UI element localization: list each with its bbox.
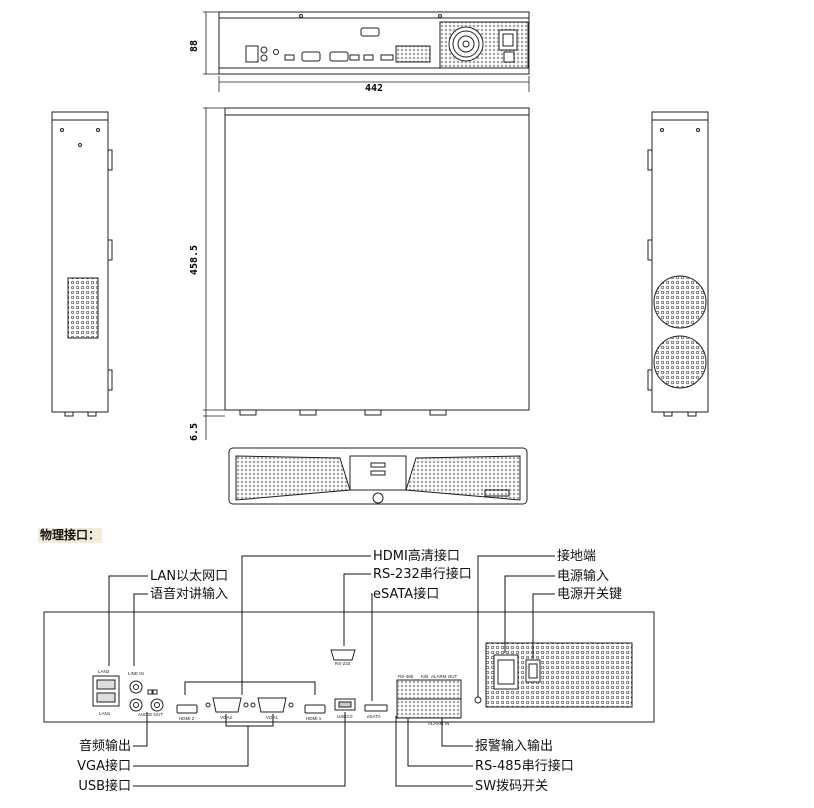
- callout-power-in: 电源输入: [557, 568, 609, 584]
- audio-out-label: AUDIO OUT: [138, 712, 163, 717]
- line-in-label: LINE IN: [128, 671, 144, 676]
- callout-esata: eSATA接口: [373, 586, 439, 602]
- callout-sw: SW拨码开关: [475, 779, 548, 794]
- left-side-view: [51, 111, 113, 417]
- right-side-view: [647, 111, 709, 417]
- esata-label: eSATA: [367, 714, 381, 719]
- kb-label: K/B: [421, 674, 428, 679]
- hdmi1-label: HDMI 1: [306, 716, 322, 721]
- top-view: [224, 107, 530, 416]
- vga1-label: VGA1: [266, 715, 279, 720]
- rs232-label: RS-232: [335, 661, 351, 666]
- callout-rs232: RS-232串行接口: [373, 566, 472, 582]
- callout-power-switch: 电源开关键: [557, 587, 622, 602]
- lan2-label: LAN2: [98, 669, 110, 674]
- lan1-label: LAN1: [99, 711, 111, 716]
- dim-foot: 6.5: [189, 423, 200, 441]
- callout-leader-lines: [108, 555, 555, 787]
- callout-audio-in: 语音对讲输入: [150, 586, 228, 602]
- alarm-in-label: ALARM IN: [428, 721, 449, 726]
- dimension-lines-depth: [203, 107, 225, 440]
- callout-lan: LAN以太网口: [150, 569, 228, 584]
- callout-vga: VGA接口: [77, 758, 131, 774]
- hdmi2-label: HDMI 2: [179, 716, 195, 721]
- callout-audio-out: 音频输出: [79, 738, 131, 754]
- dim-width: 442: [365, 83, 383, 94]
- rear-view-top: [218, 11, 530, 75]
- callout-usb: USB接口: [78, 778, 131, 794]
- dimension-lines-top: [203, 11, 530, 92]
- dim-height: 88: [189, 40, 200, 52]
- dim-depth: 458.5: [189, 245, 200, 275]
- front-view: [228, 447, 528, 505]
- callout-alarm: 报警输入输出: [475, 738, 553, 754]
- callout-hdmi: HDMI高清接口: [373, 548, 460, 564]
- callout-ground: 接地端: [557, 548, 596, 564]
- callout-rs485: RS-485串行接口: [475, 758, 574, 774]
- alarm-out-label: ALARM OUT: [431, 674, 458, 679]
- section-title: 物理接口：: [38, 528, 103, 543]
- rear-panel-detail: [43, 611, 655, 723]
- rs485-label: RS-485: [398, 674, 414, 679]
- callouts: HDMI高清接口 RS-232串行接口 eSATA接口 LAN以太网口 语音对讲…: [77, 548, 622, 794]
